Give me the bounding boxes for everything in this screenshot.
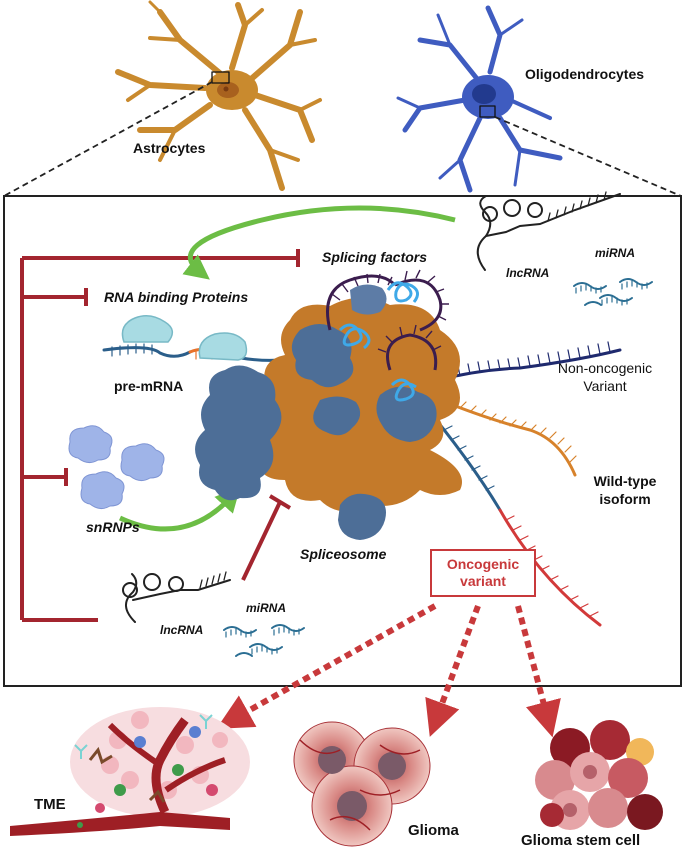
non-oncogenic-line2: Variant	[583, 378, 627, 394]
lncrna-bottom-icon	[122, 571, 231, 623]
glioma-illustration	[293, 721, 431, 847]
rna-binding-protein-shapes	[121, 315, 248, 361]
rna-binding-proteins-label: RNA binding Proteins	[104, 289, 249, 305]
wild-type-line1: Wild-type	[593, 473, 657, 489]
wild-type-line2: isoform	[599, 491, 651, 507]
mirna-top-label: miRNA	[595, 246, 636, 260]
non-oncogenic-variant-label: Non-oncogenic Variant	[535, 359, 675, 395]
glioma-stem-cell-label: Glioma stem cell	[521, 832, 641, 849]
mirna-top-icon	[573, 278, 653, 306]
tme-illustration	[10, 707, 250, 836]
spliceosome-label: Spliceosome	[300, 546, 387, 562]
non-oncogenic-line1: Non-oncogenic	[557, 360, 653, 376]
lncrna-top-icon	[476, 191, 621, 271]
oncogenic-variant-box: Oncogenic variant	[430, 549, 536, 597]
activation-arrow-snrnp	[118, 486, 241, 532]
oncogenic-arrows	[216, 603, 561, 738]
inhibition-arrow-bottom	[241, 494, 292, 581]
inhibition-bracket	[20, 249, 300, 622]
mirna-bottom-icon	[223, 624, 305, 657]
spliceosome-complex	[195, 269, 462, 540]
oligodendrocytes-label: Oligodendrocytes	[525, 66, 645, 82]
astrocytes-label: Astrocytes	[133, 140, 206, 156]
activation-arrow-top	[182, 205, 456, 280]
splicing-factors-label: Splicing factors	[322, 249, 428, 265]
glioma-label: Glioma	[408, 822, 459, 839]
astrocyte-illustration	[115, 0, 322, 191]
tme-label: TME	[34, 796, 66, 813]
pre-mrna-label: pre-mRNA	[114, 378, 184, 394]
mirna-bottom-label: miRNA	[246, 601, 287, 615]
oncogenic-line1: Oncogenic	[446, 556, 520, 572]
lncrna-top-label: lncRNA	[506, 266, 550, 280]
oligodendrocyte-illustration	[396, 5, 563, 193]
snrnps-label: snRNPs	[86, 519, 140, 535]
zoom-lines	[3, 81, 682, 197]
wild-type-isoform-label: Wild-type isoform	[580, 472, 670, 508]
glioma-stem-cell-illustration	[535, 720, 663, 830]
oncogenic-line2: variant	[460, 573, 506, 589]
lncrna-bottom-label: lncRNA	[160, 623, 204, 637]
snrnp-particles	[68, 425, 165, 510]
